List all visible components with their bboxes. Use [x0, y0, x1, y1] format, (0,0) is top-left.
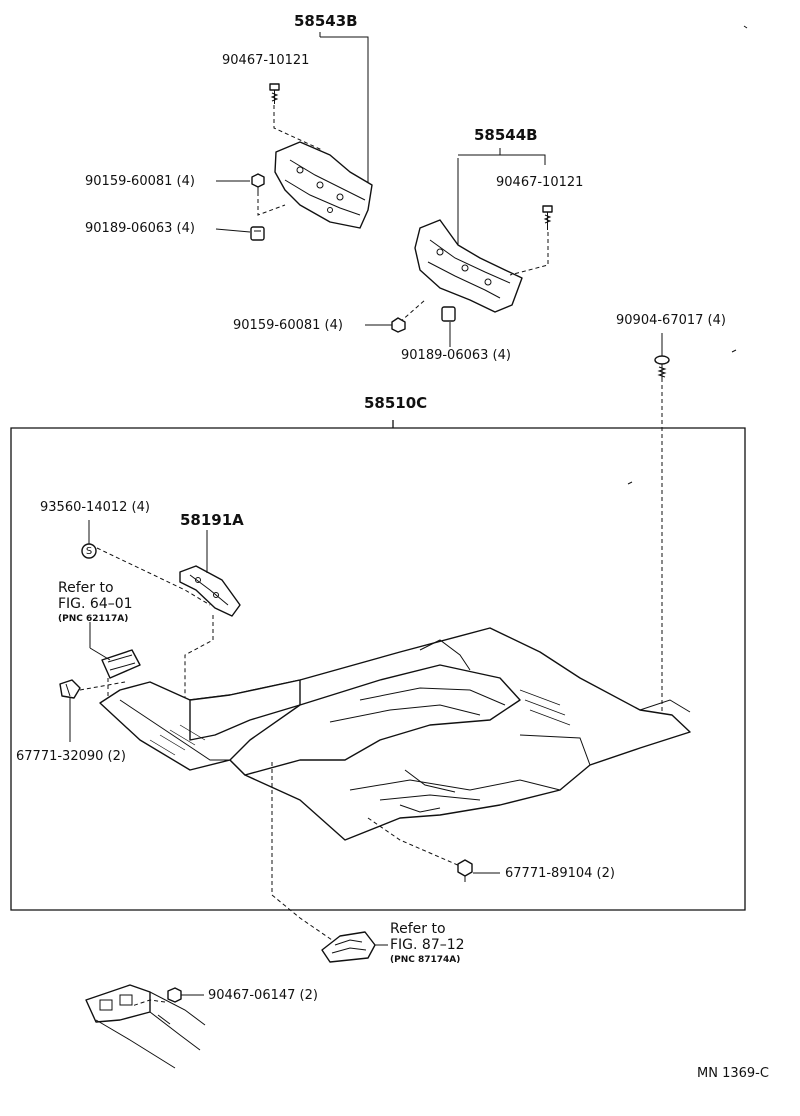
- floor-carpet-58510C: [99, 627, 691, 841]
- clip-90189-06063-icon: [250, 226, 265, 241]
- pnc-87174A: (PNC 87174A): [390, 955, 461, 965]
- stray-mark: [627, 481, 633, 485]
- refer-to-text: Refer to: [58, 580, 114, 596]
- dash-to-87174A: [271, 762, 333, 941]
- bolt-90467-10121-b-icon: [542, 205, 553, 230]
- part-number-58510C: 58510C: [364, 394, 428, 412]
- bolt-90467-10121-icon: [269, 83, 280, 104]
- bracket-58543B: [257, 32, 373, 229]
- part-number-90189-06063: 90189-06063 (4): [85, 221, 195, 236]
- bolt-90467-06147-icon: [167, 987, 182, 1003]
- clip-67771-89104-icon: [457, 859, 473, 882]
- part-87174A-icon: [321, 931, 376, 963]
- stray-mark: [743, 25, 748, 29]
- part-number-58191A: 58191A: [180, 511, 244, 529]
- stray-mark: [731, 349, 737, 353]
- lower-bracket: [85, 984, 206, 1069]
- drawing-code: MN 1369-C: [697, 1066, 769, 1081]
- part-number-93560-14012: 93560-14012 (4): [40, 500, 150, 515]
- nut-90159-60081-b-icon: [391, 317, 406, 333]
- figure-reference-87-12: FIG. 87–12: [390, 937, 465, 953]
- figure-reference-64-01: FIG. 64–01: [58, 596, 133, 612]
- part-number-58544B: 58544B: [474, 126, 538, 144]
- clip-symbol: S: [85, 546, 93, 557]
- clip-67771-32090-icon: [59, 679, 81, 699]
- pnc-62117A: (PNC 62117A): [58, 614, 129, 624]
- part-number-58543B: 58543B: [294, 12, 358, 30]
- bracket-58191A: [179, 565, 241, 617]
- part-number-90904-67017: 90904-67017 (4): [616, 313, 726, 328]
- part-number-67771-89104: 67771-89104 (2): [505, 866, 615, 881]
- screw-90904-67017-icon: [654, 355, 670, 382]
- part-number-90467-06147: 90467-06147 (2): [208, 988, 318, 1003]
- part-number-90189-06063-b: 90189-06063 (4): [401, 348, 511, 363]
- part-number-90467-10121: 90467-10121: [222, 53, 310, 68]
- part-62117A-icon: [101, 649, 141, 679]
- part-number-90159-60081: 90159-60081 (4): [85, 174, 195, 189]
- bracket-58544B: [399, 148, 549, 323]
- refer-to-text-2: Refer to: [390, 921, 446, 937]
- clip-90189-06063-b-icon: [441, 306, 456, 322]
- part-number-67771-32090: 67771-32090 (2): [16, 749, 126, 764]
- assembly-frame-58510C: [10, 420, 746, 911]
- nut-90159-60081-icon: [251, 173, 265, 193]
- part-number-90159-60081-b: 90159-60081 (4): [233, 318, 343, 333]
- part-number-90467-10121-b: 90467-10121: [496, 175, 584, 190]
